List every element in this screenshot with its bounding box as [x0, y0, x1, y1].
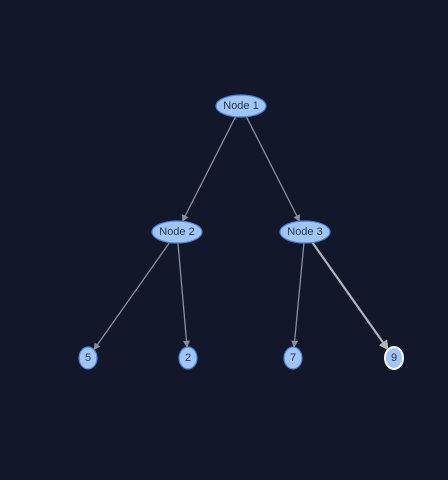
node-label: Node 1: [223, 100, 258, 112]
graph-node-n2b[interactable]: 2: [178, 346, 198, 370]
node-label: Node 2: [159, 226, 194, 238]
node-shape[interactable]: [78, 346, 98, 370]
edge-n3-n7[interactable]: [291, 242, 305, 348]
edge-n1-n3[interactable]: [245, 116, 301, 222]
graph-node-n5[interactable]: 5: [78, 346, 98, 370]
edge-n2-n5[interactable]: [93, 242, 171, 351]
node-shape[interactable]: [384, 346, 404, 370]
node-label: 5: [85, 352, 91, 364]
node-shape[interactable]: [215, 94, 267, 118]
graph-node-n7[interactable]: 7: [283, 346, 303, 370]
edge-n3-n9[interactable]: [311, 241, 390, 351]
edge-n2-n2b[interactable]: [177, 242, 190, 348]
graph-node-n1[interactable]: Node 1: [215, 94, 267, 118]
node-shape[interactable]: [178, 346, 198, 370]
graph-node-n9[interactable]: 9: [384, 346, 404, 370]
edge-n1-n2[interactable]: [181, 116, 237, 222]
node-label: Node 3: [287, 226, 322, 238]
graph-node-n2[interactable]: Node 2: [151, 220, 203, 244]
node-label: 2: [185, 352, 191, 364]
node-label: 7: [290, 352, 296, 364]
node-shape[interactable]: [151, 220, 203, 244]
nodes-layer: Node 1 Node 2 Node 3 5 2 7 9: [78, 94, 404, 370]
graph-node-n3[interactable]: Node 3: [279, 220, 331, 244]
node-shape[interactable]: [279, 220, 331, 244]
node-label: 9: [391, 352, 397, 364]
edges-layer: [93, 116, 390, 351]
node-shape[interactable]: [283, 346, 303, 370]
